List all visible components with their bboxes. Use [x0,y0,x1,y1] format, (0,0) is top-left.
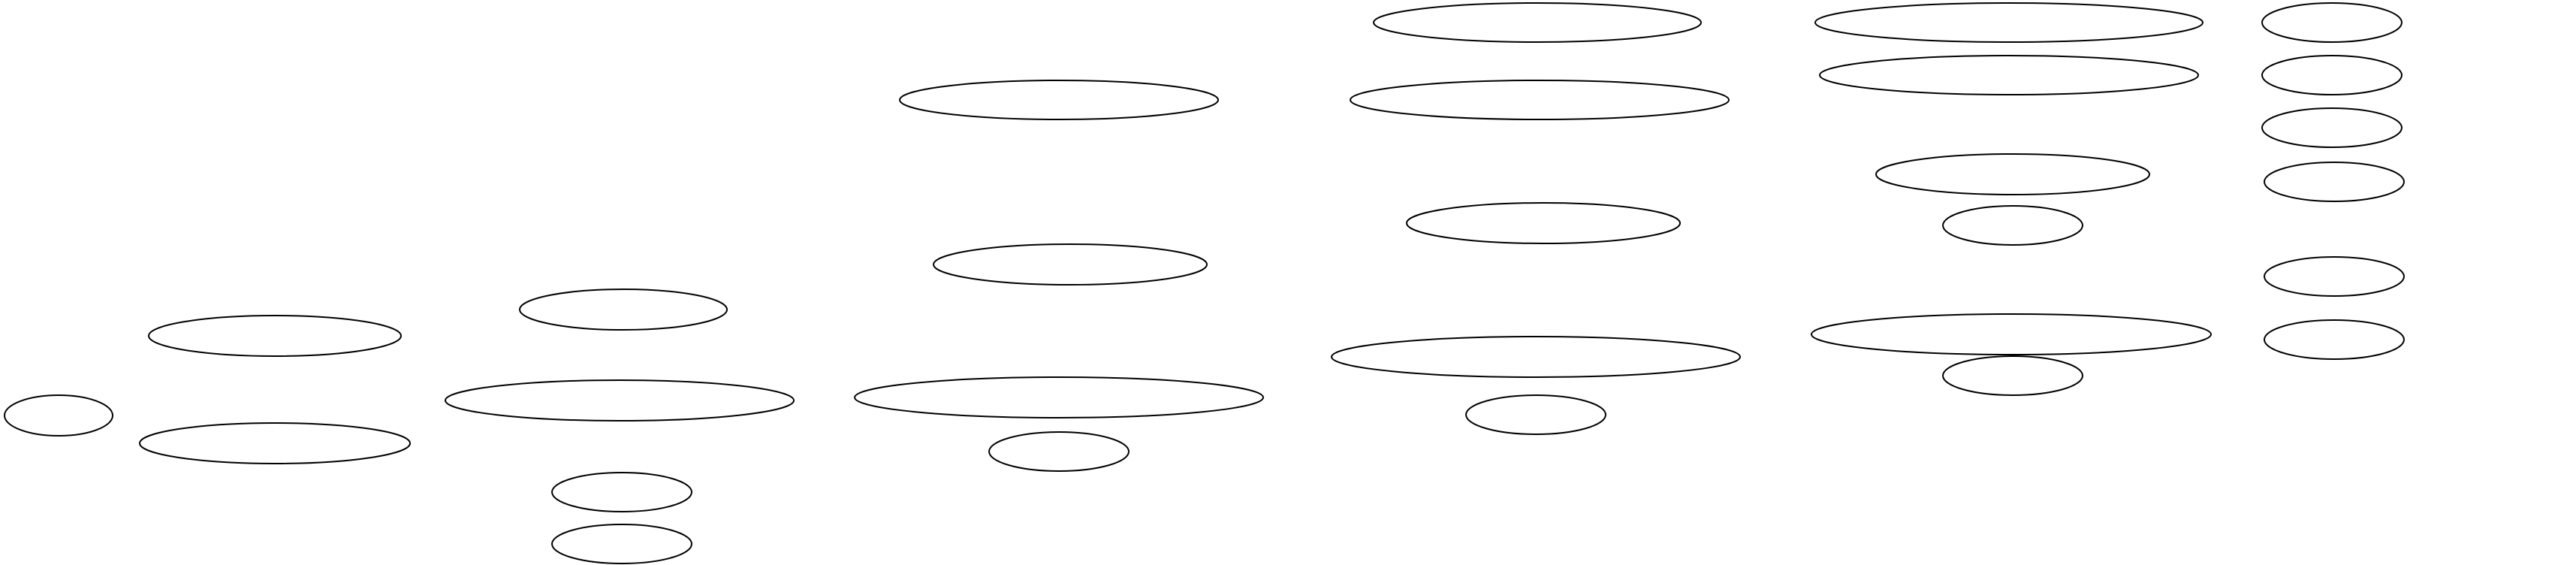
node-waterway_z10 [1942,355,2083,396]
node-shape-waterway_z8 [2264,256,2405,297]
node-shape-waterway_z10 [1942,355,2083,396]
node-waterway_z13 [551,472,692,512]
node-osm_important_waterway_linestring_gen_z9 [1811,313,2212,355]
node-shape-ne_50m_rivers_lake_centerlines [899,80,1219,120]
node-shape-waterway_z14 [551,524,692,564]
node-waterway_relation_gen_z7 [1406,202,1681,244]
node-shape-imposm3 [4,394,113,437]
node-shape-osm_important_waterway_linestring_gen_z10 [1331,336,1741,378]
node-waterway_z5 [2261,107,2403,148]
node-ne_110m_rivers_lake_centerlines [1373,2,1702,43]
node-shape-osm_waterway_linestring [139,422,411,464]
node-shape-waterway_relation_gen_z8 [933,243,1208,286]
node-waterway_z4 [2261,55,2403,95]
node-waterway_relation [519,289,728,331]
node-shape-waterway_z7 [1942,205,2083,246]
node-shape-osm_waterway_relation [148,315,402,357]
node-shape-ne_110m_rivers_lake_centerlines [1373,2,1702,43]
node-waterway_relation_gen_z6 [1875,153,2150,195]
node-shape-ne_50m_rivers_lake_centerlines_gen_z4 [1819,55,2199,95]
node-shape-waterway_z4 [2261,55,2403,95]
node-waterway_z6 [2264,162,2405,202]
node-shape-waterway_relation [519,289,728,331]
node-osm_important_waterway_linestring [445,379,795,421]
node-shape-osm_important_waterway_linestring_gen_z11 [854,376,1264,418]
node-shape-waterway_z6 [2264,162,2405,202]
node-ne_50m_rivers_lake_centerlines [899,80,1219,120]
node-shape-waterway_z3 [2261,2,2403,43]
node-ne_50m_rivers_lake_centerlines_gen_z4 [1819,55,2199,95]
node-shape-waterway_z12 [988,431,1130,472]
node-waterway_z7 [1942,205,2083,246]
node-waterway_z14 [551,524,692,564]
node-shape-waterway_z9 [2264,319,2405,360]
node-ne_110m_rivers_lake_centerlines_gen_z3 [1814,2,2203,43]
node-imposm3 [4,394,113,437]
node-waterway_z12 [988,431,1130,472]
node-osm_important_waterway_linestring_gen_z10 [1331,336,1741,378]
node-waterway_z9 [2264,319,2405,360]
node-shape-ne_110m_rivers_lake_centerlines_gen_z3 [1814,2,2203,43]
nodes-layer [4,2,2405,564]
node-ne_50m_rivers_lake_centerlines_gen_z5 [1350,80,1730,120]
node-shape-osm_important_waterway_linestring [445,379,795,421]
node-waterway_z11 [1465,394,1606,435]
node-waterway_relation_gen_z8 [933,243,1208,286]
node-waterway_z8 [2264,256,2405,297]
node-shape-osm_important_waterway_linestring_gen_z9 [1811,313,2212,355]
node-waterway_z3 [2261,2,2403,43]
node-osm_waterway_relation [148,315,402,357]
node-shape-waterway_relation_gen_z6 [1875,153,2150,195]
node-osm_important_waterway_linestring_gen_z11 [854,376,1264,418]
node-shape-waterway_z11 [1465,394,1606,435]
node-shape-waterway_z13 [551,472,692,512]
node-osm_waterway_linestring [139,422,411,464]
node-shape-ne_50m_rivers_lake_centerlines_gen_z5 [1350,80,1730,120]
node-shape-waterway_z5 [2261,107,2403,148]
node-shape-waterway_relation_gen_z7 [1406,202,1681,244]
